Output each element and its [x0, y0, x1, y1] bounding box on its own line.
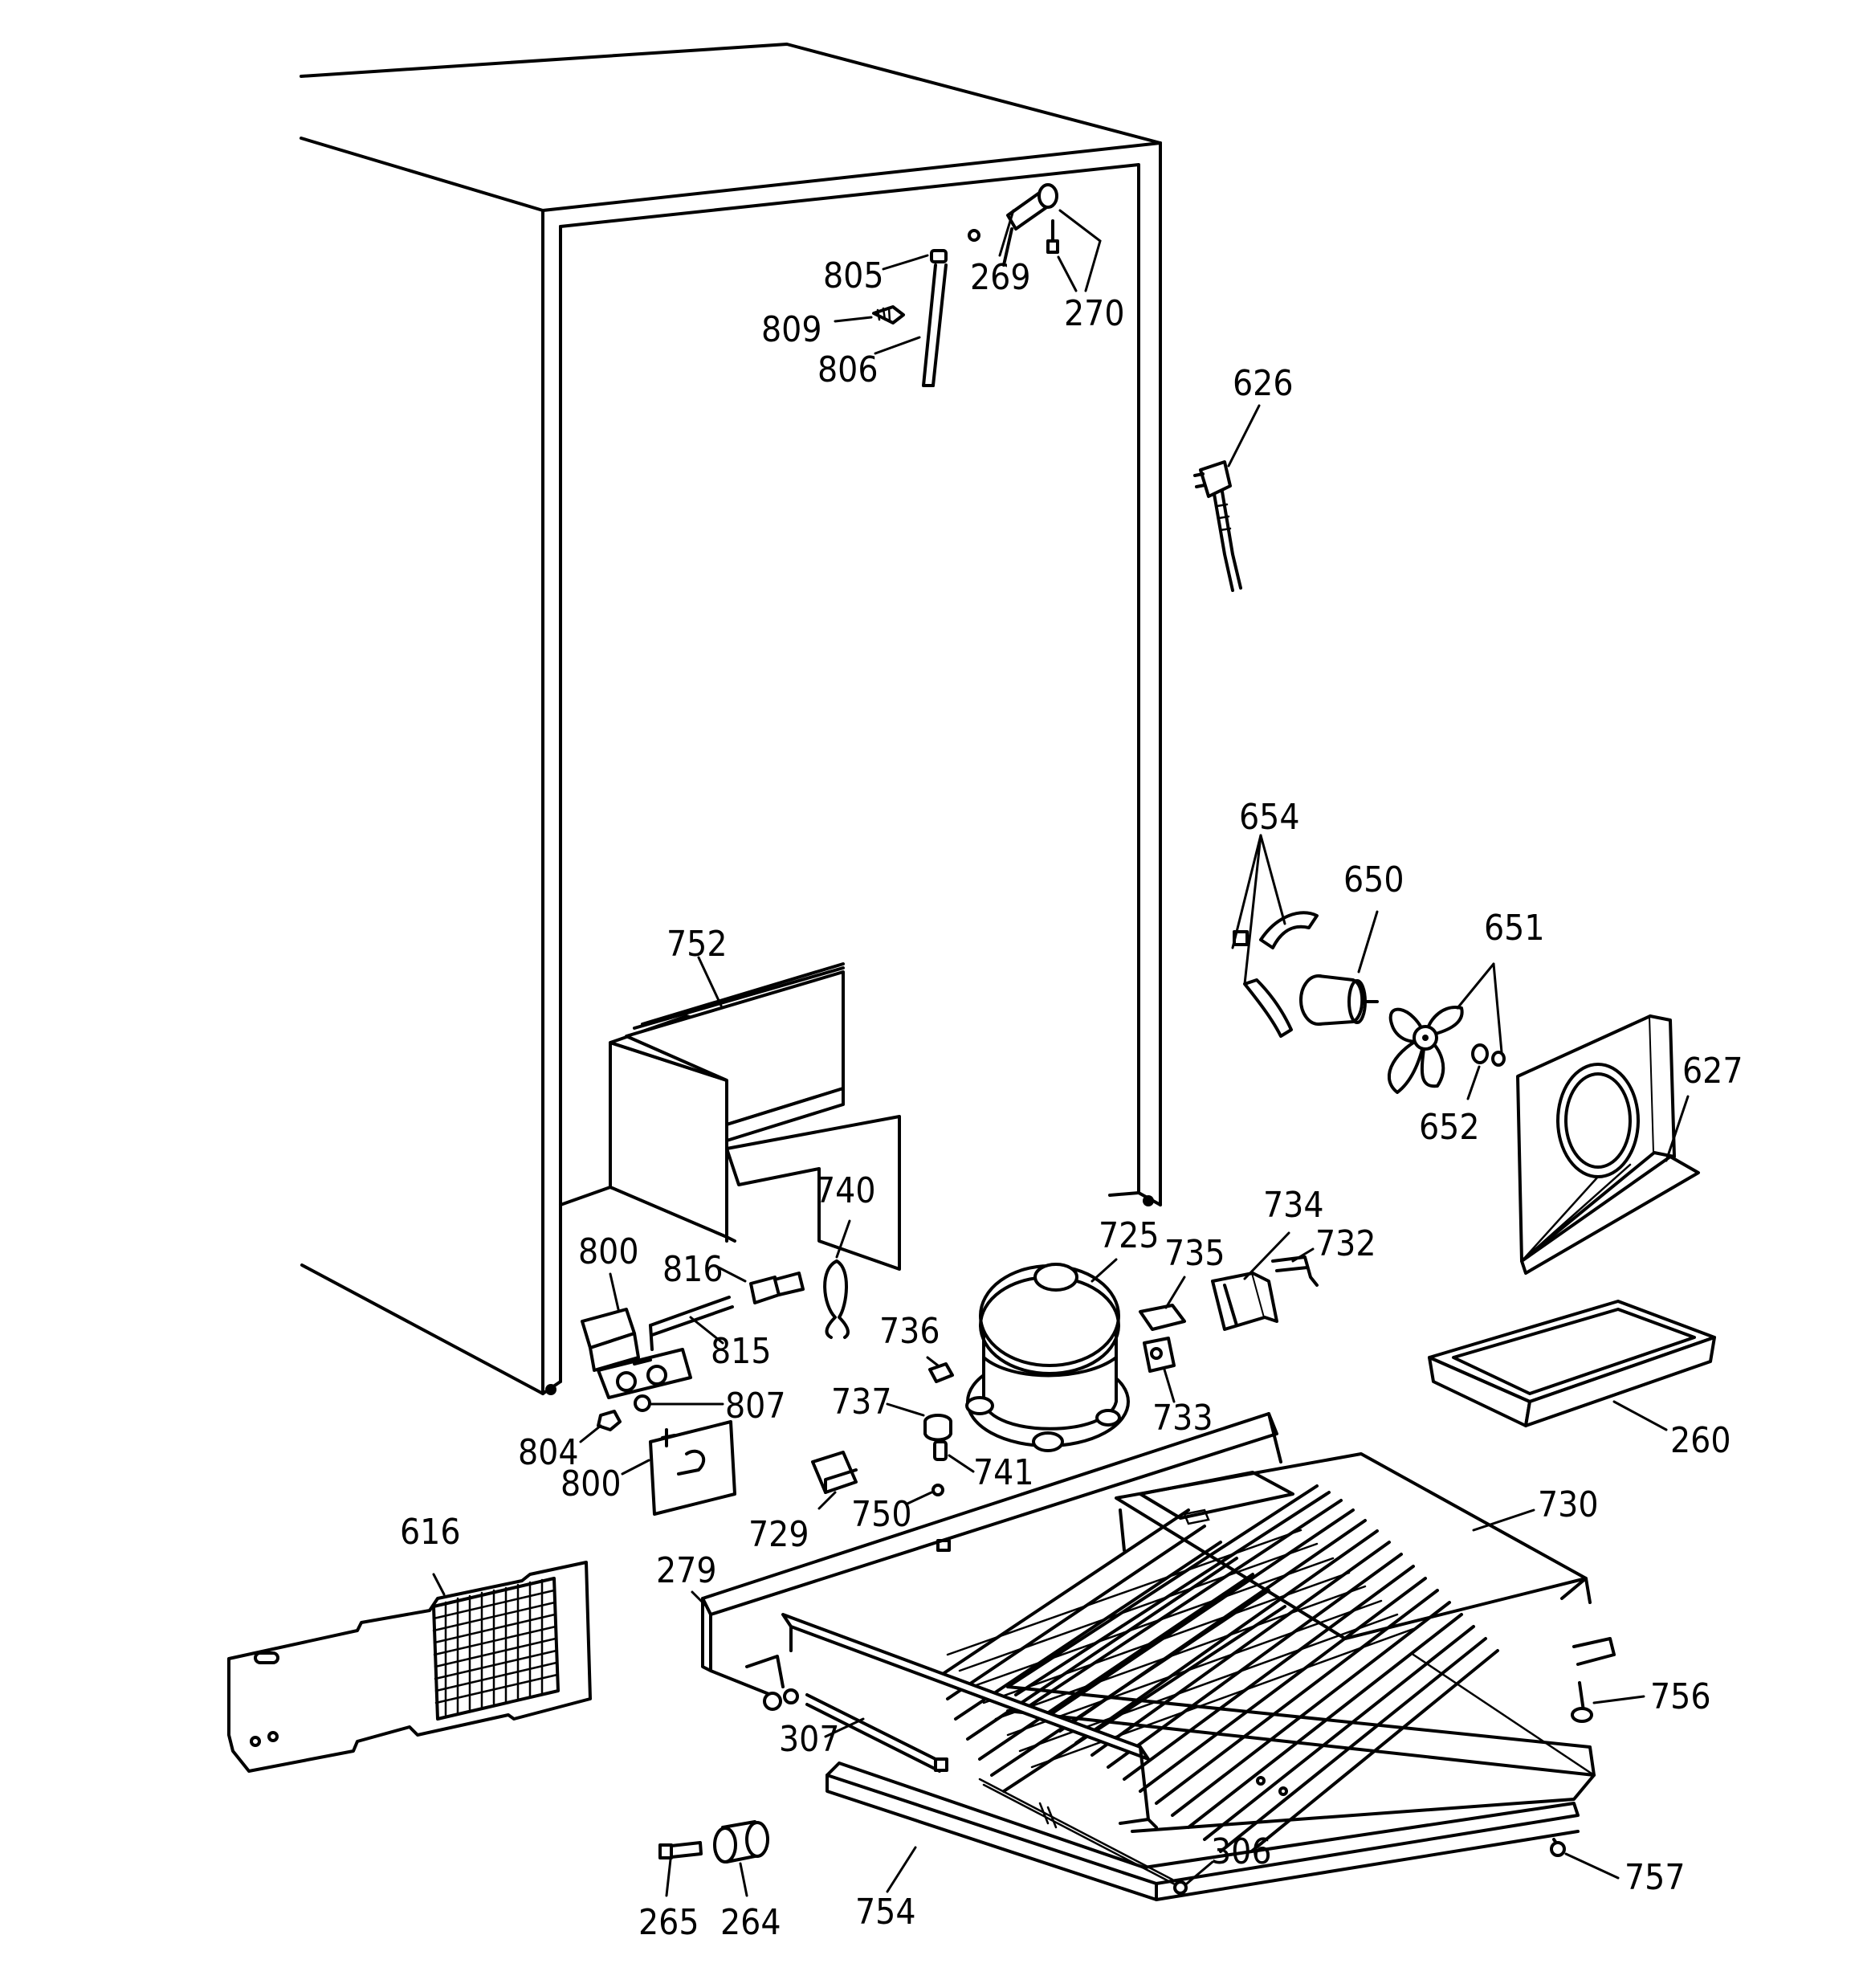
- label-800: 800: [578, 1231, 639, 1272]
- label-740: 740: [815, 1170, 876, 1211]
- part-741-sleeve: [933, 1440, 948, 1461]
- part-652-washer: [1471, 1043, 1506, 1067]
- label-279: 279: [656, 1550, 717, 1591]
- label-652: 652: [1419, 1107, 1480, 1148]
- label-729: 729: [748, 1514, 809, 1555]
- label-725: 725: [1099, 1215, 1160, 1256]
- part-754-toe-grille: [826, 1761, 1580, 1901]
- part-270-fitting: [1046, 219, 1059, 254]
- label-750: 750: [851, 1494, 912, 1535]
- part-307-rod: [805, 1693, 948, 1773]
- label-816: 816: [662, 1249, 724, 1290]
- part-734-start-relay-cover: [1211, 1272, 1278, 1331]
- label-269: 269: [970, 257, 1031, 298]
- callout-labels: 805 269 270 809 806 626 654 650 651 627 …: [400, 255, 1743, 1943]
- label-626: 626: [1233, 363, 1294, 404]
- label-807: 807: [725, 1386, 786, 1427]
- part-733-relay: [1143, 1337, 1176, 1373]
- part-732-clip: [1271, 1255, 1319, 1287]
- part-264-roller: [713, 1820, 769, 1863]
- part-616-access-panel: [227, 1561, 592, 1773]
- part-800-bracket: [649, 1420, 736, 1516]
- label-806: 806: [817, 349, 879, 390]
- part-757-leveler: [1550, 1838, 1566, 1857]
- label-737: 737: [831, 1382, 892, 1423]
- label-651: 651: [1484, 908, 1545, 949]
- cabinet-body: [300, 43, 1162, 1395]
- label-654: 654: [1239, 797, 1300, 838]
- part-729-capacitor: [811, 1451, 858, 1494]
- label-756: 756: [1650, 1676, 1711, 1717]
- part-650-fan-motor: [1299, 974, 1379, 1026]
- part-779-bracket: [781, 1613, 1158, 1829]
- part-740-hanger: [823, 1259, 850, 1339]
- part-809-screw: [872, 305, 905, 325]
- part-816-fitting: [749, 1272, 805, 1304]
- label-741: 741: [973, 1452, 1034, 1493]
- part-750-screw: [932, 1484, 944, 1496]
- part-730-condenser-coil: [934, 1452, 1616, 1865]
- part-736-grommet: [928, 1362, 954, 1383]
- label-736: 736: [879, 1311, 940, 1352]
- part-627-fan-shroud: [1516, 1014, 1700, 1275]
- label-805: 805: [823, 255, 884, 296]
- part-735-overload: [1139, 1304, 1186, 1331]
- label-264: 264: [720, 1902, 781, 1943]
- label-732: 732: [1315, 1223, 1376, 1264]
- part-654-brackets: [1233, 911, 1319, 1038]
- label-265: 265: [638, 1902, 699, 1943]
- part-306-spring-rod: [978, 1778, 1188, 1895]
- part-725-compressor: [965, 1263, 1130, 1452]
- part-260-drain-pan: [1428, 1300, 1716, 1427]
- label-734: 734: [1263, 1185, 1324, 1226]
- label-815: 815: [711, 1331, 772, 1372]
- part-806-tube: [922, 263, 948, 387]
- part-805-clip: [930, 249, 948, 263]
- part-651-fan-blade: [1387, 1006, 1464, 1094]
- label-730: 730: [1538, 1484, 1599, 1525]
- part-804-nut: [597, 1410, 622, 1431]
- part-737-grommet: [923, 1414, 952, 1442]
- label-754: 754: [855, 1892, 916, 1933]
- label-800-bracket: 800: [561, 1463, 622, 1504]
- label-804: 804: [518, 1432, 579, 1473]
- part-752-cover: [609, 962, 901, 1271]
- part-279-frame: [701, 1412, 1282, 1696]
- leader-lines: [432, 209, 1690, 1897]
- part-815-tube: [649, 1296, 734, 1351]
- label-735: 735: [1164, 1233, 1225, 1274]
- label-650: 650: [1343, 859, 1404, 900]
- label-616: 616: [400, 1512, 461, 1553]
- part-roller-assembly: [745, 1655, 799, 1711]
- cabinet-hole: [968, 229, 980, 242]
- label-270: 270: [1064, 293, 1125, 334]
- part-265-bolt: [658, 1841, 703, 1859]
- label-757: 757: [1625, 1857, 1686, 1898]
- label-752: 752: [667, 924, 728, 965]
- part-756-leveler: [1571, 1681, 1593, 1723]
- part-626-power-cord: [1193, 460, 1242, 592]
- label-260: 260: [1670, 1420, 1731, 1461]
- part-base-pan: [1006, 1653, 1596, 1833]
- label-809: 809: [761, 309, 822, 350]
- part-800-water-valve: [581, 1308, 692, 1399]
- label-306: 306: [1211, 1831, 1272, 1872]
- part-269-tube: [1002, 183, 1058, 267]
- label-307: 307: [779, 1719, 840, 1760]
- label-627: 627: [1682, 1051, 1743, 1092]
- label-733: 733: [1152, 1398, 1213, 1439]
- part-807-nut: [634, 1394, 651, 1412]
